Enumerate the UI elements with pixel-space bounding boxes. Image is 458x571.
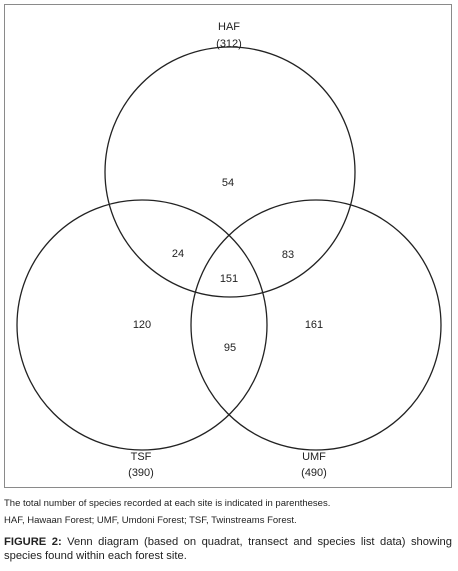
note-abbreviations: HAF, Hawaan Forest; UMF, Umdoni Forest; … xyxy=(4,515,297,526)
caption-label: FIGURE 2: xyxy=(4,536,62,548)
region-tsf-only: 120 xyxy=(133,319,151,331)
haf-set-name: HAF xyxy=(218,21,240,33)
figure-caption: FIGURE 2: Venn diagram (based on quadrat… xyxy=(4,535,452,563)
region-tsf-umf: 95 xyxy=(224,342,236,354)
haf-set-total: (312) xyxy=(216,38,242,50)
tsf-circle xyxy=(16,199,268,451)
caption-text: Venn diagram (based on quadrat, transect… xyxy=(4,536,453,562)
diagram-frame xyxy=(4,4,452,488)
region-umf-only: 161 xyxy=(305,319,323,331)
haf-circle xyxy=(104,46,356,298)
region-haf-only: 54 xyxy=(222,177,234,189)
region-haf-tsf: 24 xyxy=(172,248,184,260)
region-haf-umf: 83 xyxy=(282,249,294,261)
region-all-three: 151 xyxy=(220,273,238,285)
umf-set-name: UMF xyxy=(302,451,326,463)
tsf-set-name: TSF xyxy=(131,451,152,463)
tsf-set-total: (390) xyxy=(128,467,154,479)
note-totals: The total number of species recorded at … xyxy=(4,498,331,509)
umf-circle xyxy=(190,199,442,451)
umf-set-total: (490) xyxy=(301,467,327,479)
